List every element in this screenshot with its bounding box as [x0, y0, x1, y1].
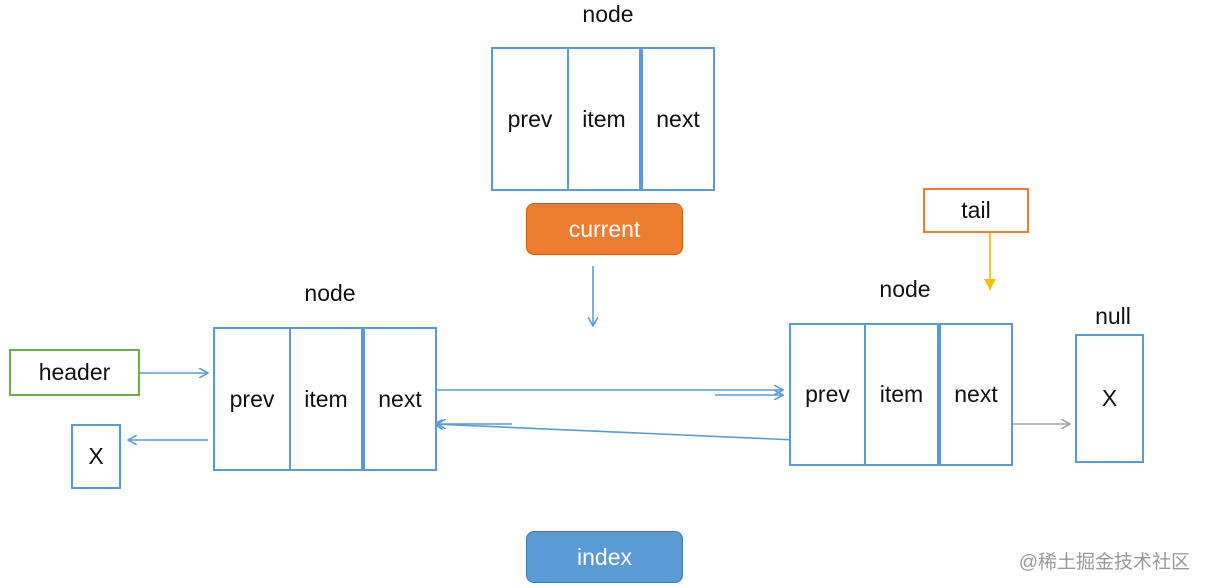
- null-terminal: X: [1075, 334, 1144, 463]
- top-node-next-cell: next: [641, 47, 715, 191]
- prev-link-arrow: [434, 424, 797, 441]
- top-node-item-cell: item: [567, 47, 641, 191]
- index-pointer: index: [526, 531, 683, 583]
- null-caption: null: [1095, 303, 1131, 329]
- watermark: @稀土掘金技术社区: [1018, 552, 1190, 573]
- current-pointer: current: [526, 203, 683, 255]
- top-node-caption: node: [582, 1, 634, 27]
- left-node-prev-cell: prev: [213, 327, 291, 471]
- right-node-next-cell: next: [939, 323, 1013, 466]
- right-node-caption: node: [879, 276, 931, 302]
- left-node-caption: node: [304, 280, 356, 306]
- right-node-item-cell: item: [864, 323, 939, 466]
- left-node-item-cell: item: [289, 327, 363, 471]
- right-node-prev-cell: prev: [789, 323, 866, 466]
- left-node-next-cell: next: [363, 327, 437, 471]
- header-pointer: header: [9, 349, 140, 396]
- top-node-prev-cell: prev: [491, 47, 569, 191]
- tail-pointer: tail: [923, 188, 1029, 233]
- left-x-terminal: X: [71, 424, 121, 489]
